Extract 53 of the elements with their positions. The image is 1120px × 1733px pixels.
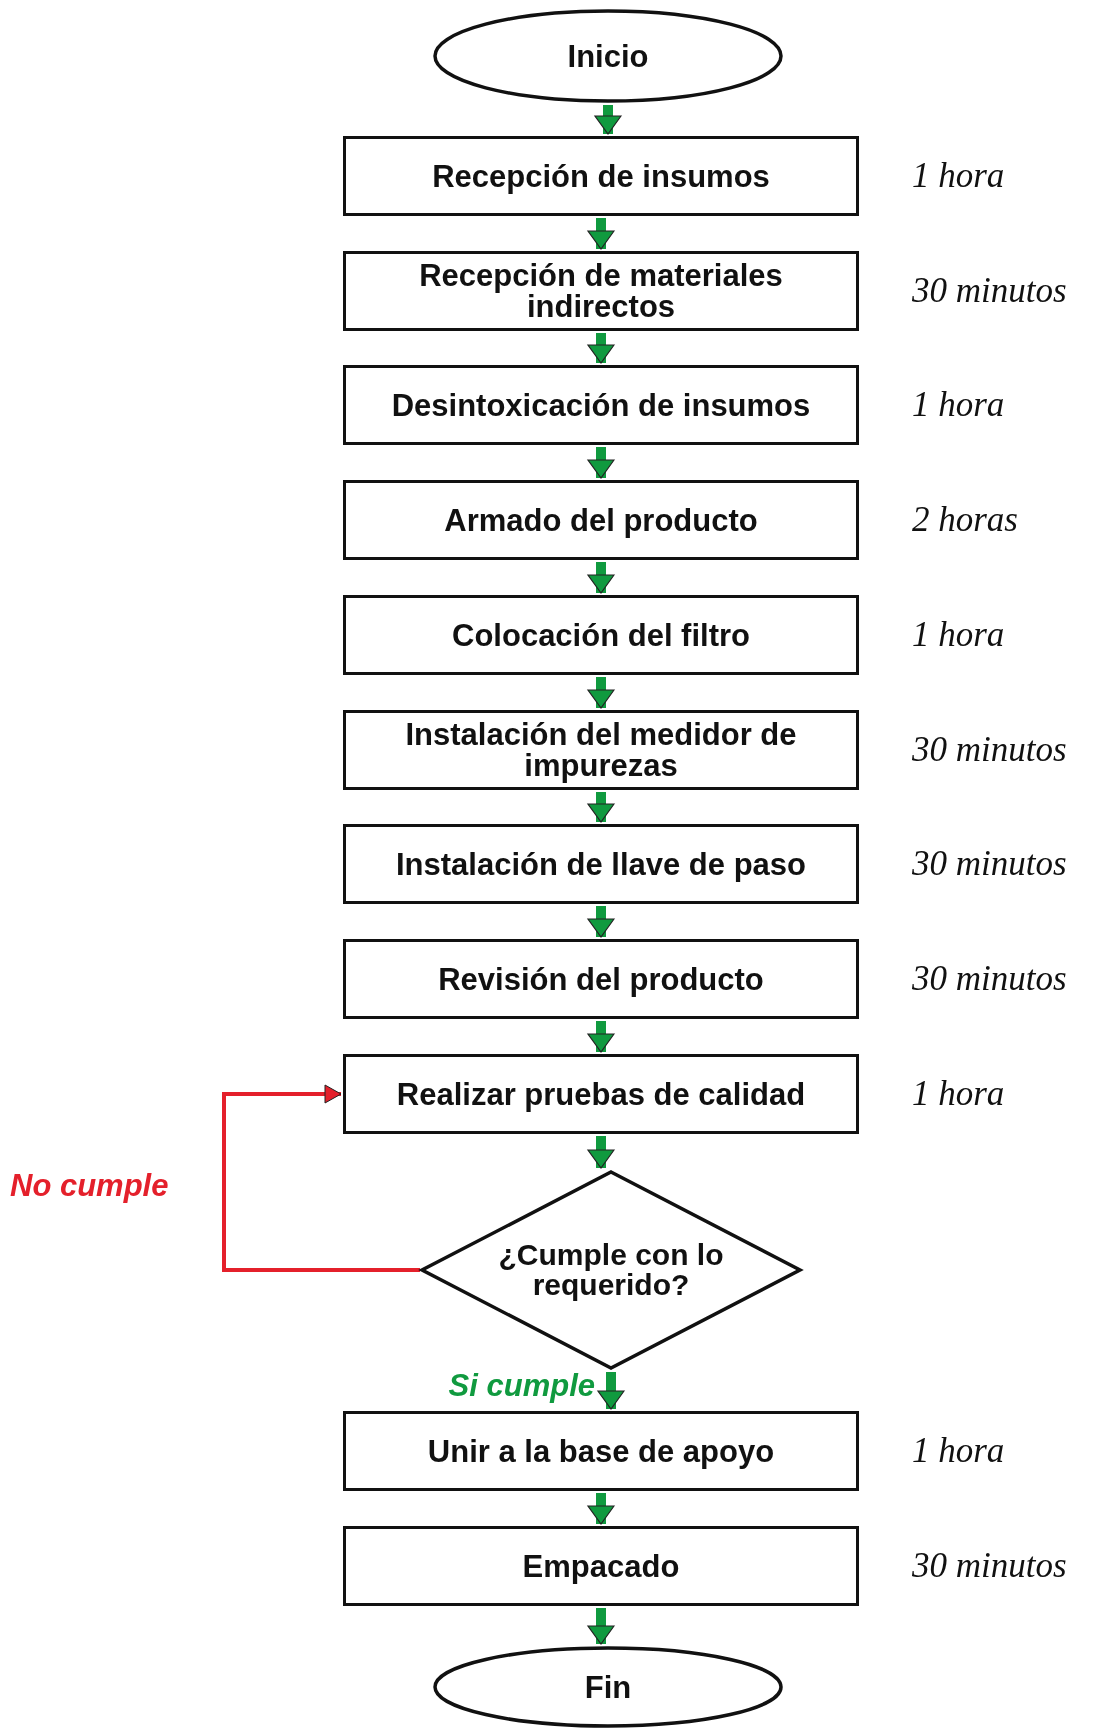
node-label: Armado del producto [443,504,759,536]
node-label: Empacado [521,1550,681,1582]
arrow [587,677,615,709]
process-box [343,136,859,216]
duration-label: 1 hora [912,1074,1005,1114]
process-box [343,1526,859,1606]
decision-diamond [420,1170,802,1370]
node-label: ¿Cumple con lo requerido? [497,1240,725,1300]
arrow [587,1608,615,1645]
duration-label: 2 horas [912,500,1018,540]
duration-label: 30 minutos [912,271,1067,311]
arrow [587,1021,615,1053]
duration-label: 1 hora [912,385,1005,425]
process-box [343,365,859,445]
arrow [587,333,615,364]
node-label: Desintoxicación de insumos [390,389,812,421]
process-box [343,824,859,904]
duration-label: 30 minutos [912,1546,1067,1586]
arrow [587,562,615,594]
arrow [587,792,615,823]
process-box [343,710,859,790]
duration-label: 30 minutos [912,844,1067,884]
duration-label: 1 hora [912,156,1005,196]
arrow [597,1372,625,1410]
process-box [343,595,859,675]
process-box [343,1054,859,1134]
node-label: Colocación del filtro [451,619,751,651]
arrow [222,1084,420,1272]
process-box [343,1411,859,1491]
terminal-ellipse [433,1646,783,1728]
node-label: Recepción de materiales indirectos [418,260,784,322]
node-label: Instalación del medidor de impurezas [404,719,798,781]
node-label: Revisión del producto [437,963,765,995]
arrow [594,105,622,135]
node-label: Realizar pruebas de calidad [395,1078,807,1110]
duration-label: 1 hora [912,1431,1005,1471]
duration-label: 30 minutos [912,959,1067,999]
duration-label: 1 hora [912,615,1005,655]
process-box [343,480,859,560]
arrow [587,1136,615,1169]
node-label: Recepción de insumos [431,160,771,192]
arrow [587,218,615,250]
process-box [343,939,859,1019]
process-box [343,251,859,331]
node-label: Unir a la base de apoyo [426,1435,776,1467]
duration-label: 30 minutos [912,730,1067,770]
arrow [587,447,615,479]
arrow [587,1493,615,1525]
node-label: Inicio [566,40,650,72]
node-label: Instalación de llave de paso [394,848,807,880]
node-label: Fin [583,1671,633,1703]
arrow [587,906,615,938]
terminal-ellipse [433,9,783,103]
